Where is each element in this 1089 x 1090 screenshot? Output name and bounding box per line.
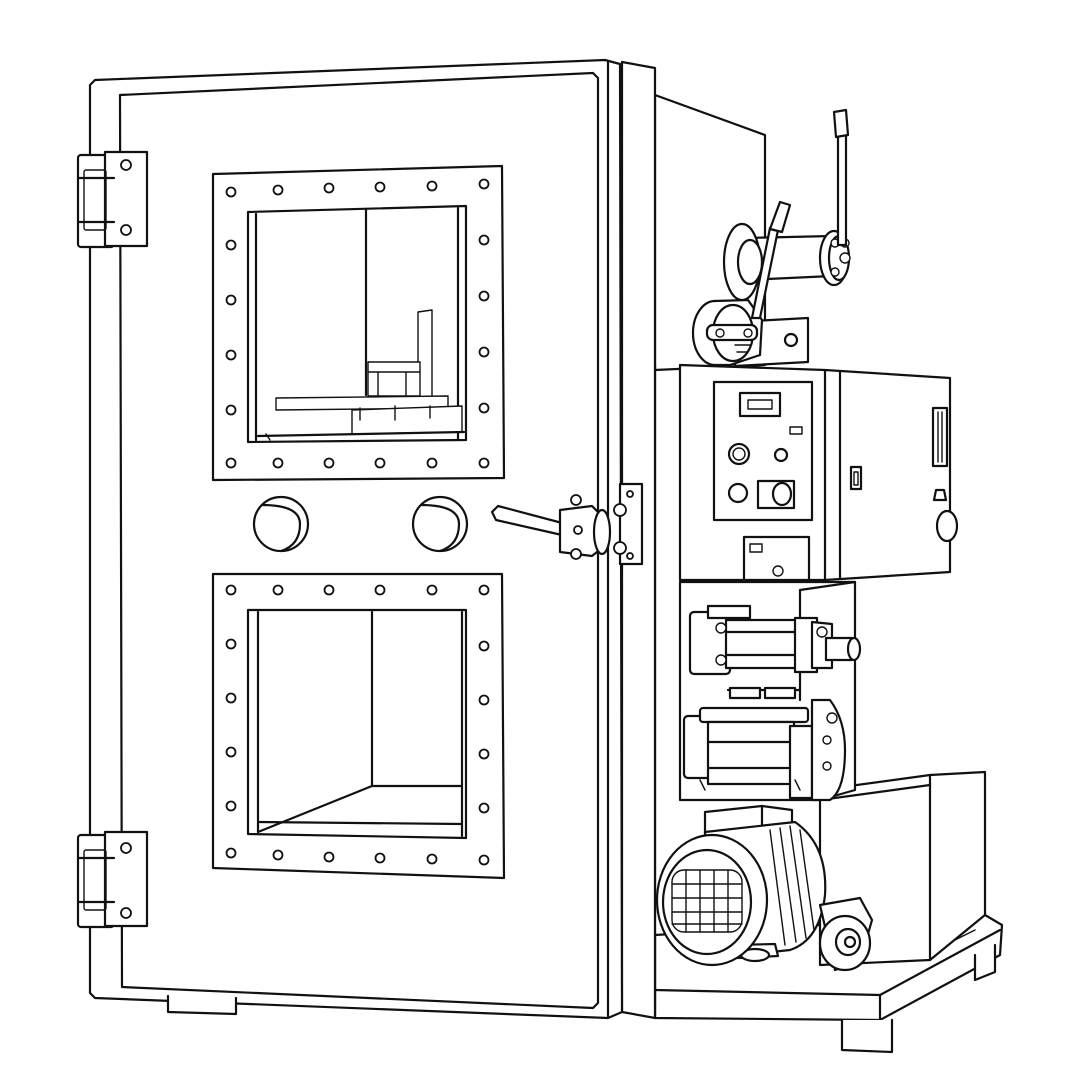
rotary-unit — [678, 580, 862, 802]
upper-viewing-window — [211, 164, 506, 482]
vent-slot — [931, 406, 949, 468]
lower-viewing-window — [211, 572, 506, 880]
indicator-led — [789, 426, 803, 435]
electric-motor — [655, 804, 874, 972]
side-knob — [935, 509, 959, 543]
indicator-lamp — [773, 447, 789, 463]
display-screen — [738, 391, 782, 418]
glove-ports — [252, 495, 469, 553]
push-button — [727, 482, 749, 504]
control-knob — [727, 442, 751, 466]
control-box — [678, 363, 959, 582]
door-latch-handle — [490, 482, 644, 566]
door-hinge-bottom — [76, 830, 149, 929]
lever-mechanism — [691, 108, 851, 368]
door-hinge-top — [76, 150, 149, 249]
